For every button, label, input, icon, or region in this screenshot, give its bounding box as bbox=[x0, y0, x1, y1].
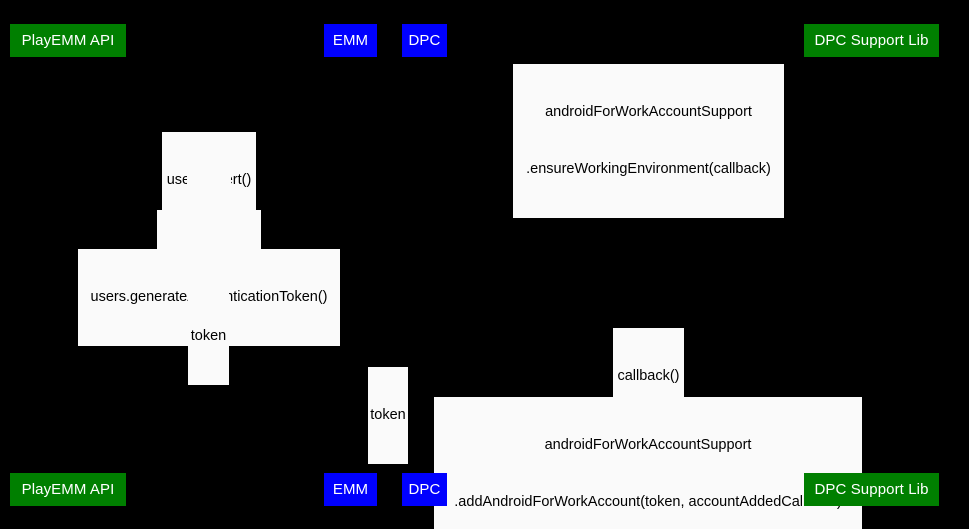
participant-dpc-bottom[interactable]: DPC bbox=[402, 473, 447, 506]
message-label-token-to-dpc: token bbox=[368, 367, 408, 464]
message-line-1: androidForWorkAccountSupport bbox=[545, 104, 752, 120]
participant-label: DPC bbox=[408, 481, 441, 498]
participant-playemm-api-top[interactable]: PlayEMM API bbox=[10, 24, 126, 57]
participant-label: PlayEMM API bbox=[21, 32, 115, 49]
participant-label: EMM bbox=[332, 32, 369, 49]
participant-label: DPC bbox=[408, 32, 441, 49]
message-line-2: .addAndroidForWorkAccount(token, account… bbox=[454, 494, 842, 510]
participant-dpc-support-lib-bottom[interactable]: DPC Support Lib bbox=[804, 473, 939, 506]
lifeline-playemm-api bbox=[67, 56, 68, 465]
message-label-token-to-emm: token bbox=[188, 288, 229, 385]
participant-dpc-support-lib-top[interactable]: DPC Support Lib bbox=[804, 24, 939, 57]
message-label-add-android-for-work-account: androidForWorkAccountSupport .addAndroid… bbox=[434, 397, 862, 529]
message-line-1: callback() bbox=[617, 368, 680, 384]
message-line-1: androidForWorkAccountSupport bbox=[544, 437, 752, 453]
participant-label: DPC Support Lib bbox=[814, 481, 929, 498]
message-line-2: .ensureWorkingEnvironment(callback) bbox=[526, 161, 771, 177]
message-line-1: token bbox=[370, 407, 406, 423]
participant-dpc-top[interactable]: DPC bbox=[402, 24, 447, 57]
lifeline-dpc-support-lib bbox=[870, 56, 871, 465]
participant-label: DPC Support Lib bbox=[814, 32, 929, 49]
participant-emm-bottom[interactable]: EMM bbox=[324, 473, 377, 506]
message-line-1: token bbox=[190, 328, 227, 344]
message-label-ensure-working-environment: androidForWorkAccountSupport .ensureWork… bbox=[513, 64, 784, 218]
participant-playemm-api-bottom[interactable]: PlayEMM API bbox=[10, 473, 126, 506]
lifeline-dpc bbox=[424, 56, 425, 465]
participant-label: PlayEMM API bbox=[21, 481, 115, 498]
participant-emm-top[interactable]: EMM bbox=[324, 24, 377, 57]
lifeline-emm bbox=[350, 56, 351, 465]
participant-label: EMM bbox=[332, 481, 369, 498]
